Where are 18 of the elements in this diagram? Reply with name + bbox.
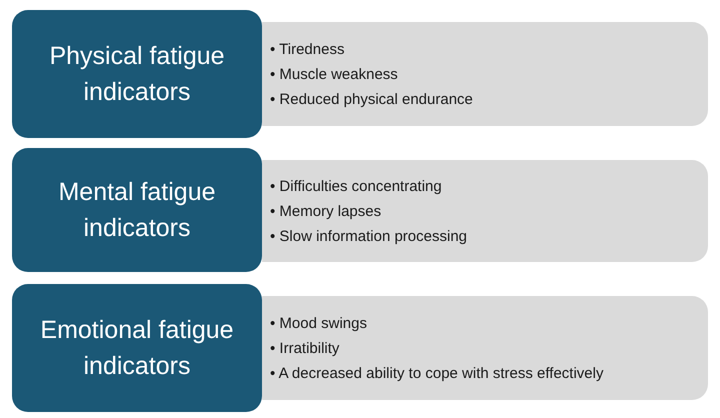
list-item: • Muscle weakness (270, 64, 399, 84)
list-panel (262, 160, 708, 262)
list-item: • Difficulties concentrating (270, 176, 443, 196)
list-item: • Memory lapses (270, 202, 382, 222)
heading-text: Physical fatigue indicators (48, 41, 226, 108)
list-item: • Slow information processing (270, 226, 468, 246)
list-item: • Mood swings (270, 314, 368, 334)
heading-text: Mental fatigue indicators (57, 177, 217, 244)
list-item: • Irratibility (270, 338, 340, 358)
list-panel (262, 296, 708, 400)
list-item: • Tiredness (270, 40, 346, 60)
list-panel (262, 22, 708, 126)
heading-box (12, 148, 262, 272)
list-item: • Reduced physical endurance (270, 90, 474, 110)
heading-box (12, 284, 262, 412)
heading-box (12, 10, 262, 138)
heading-text: Emotional fatigue indicators (39, 315, 235, 382)
list-item: • A decreased ability to cope with stress effectively (270, 364, 604, 384)
